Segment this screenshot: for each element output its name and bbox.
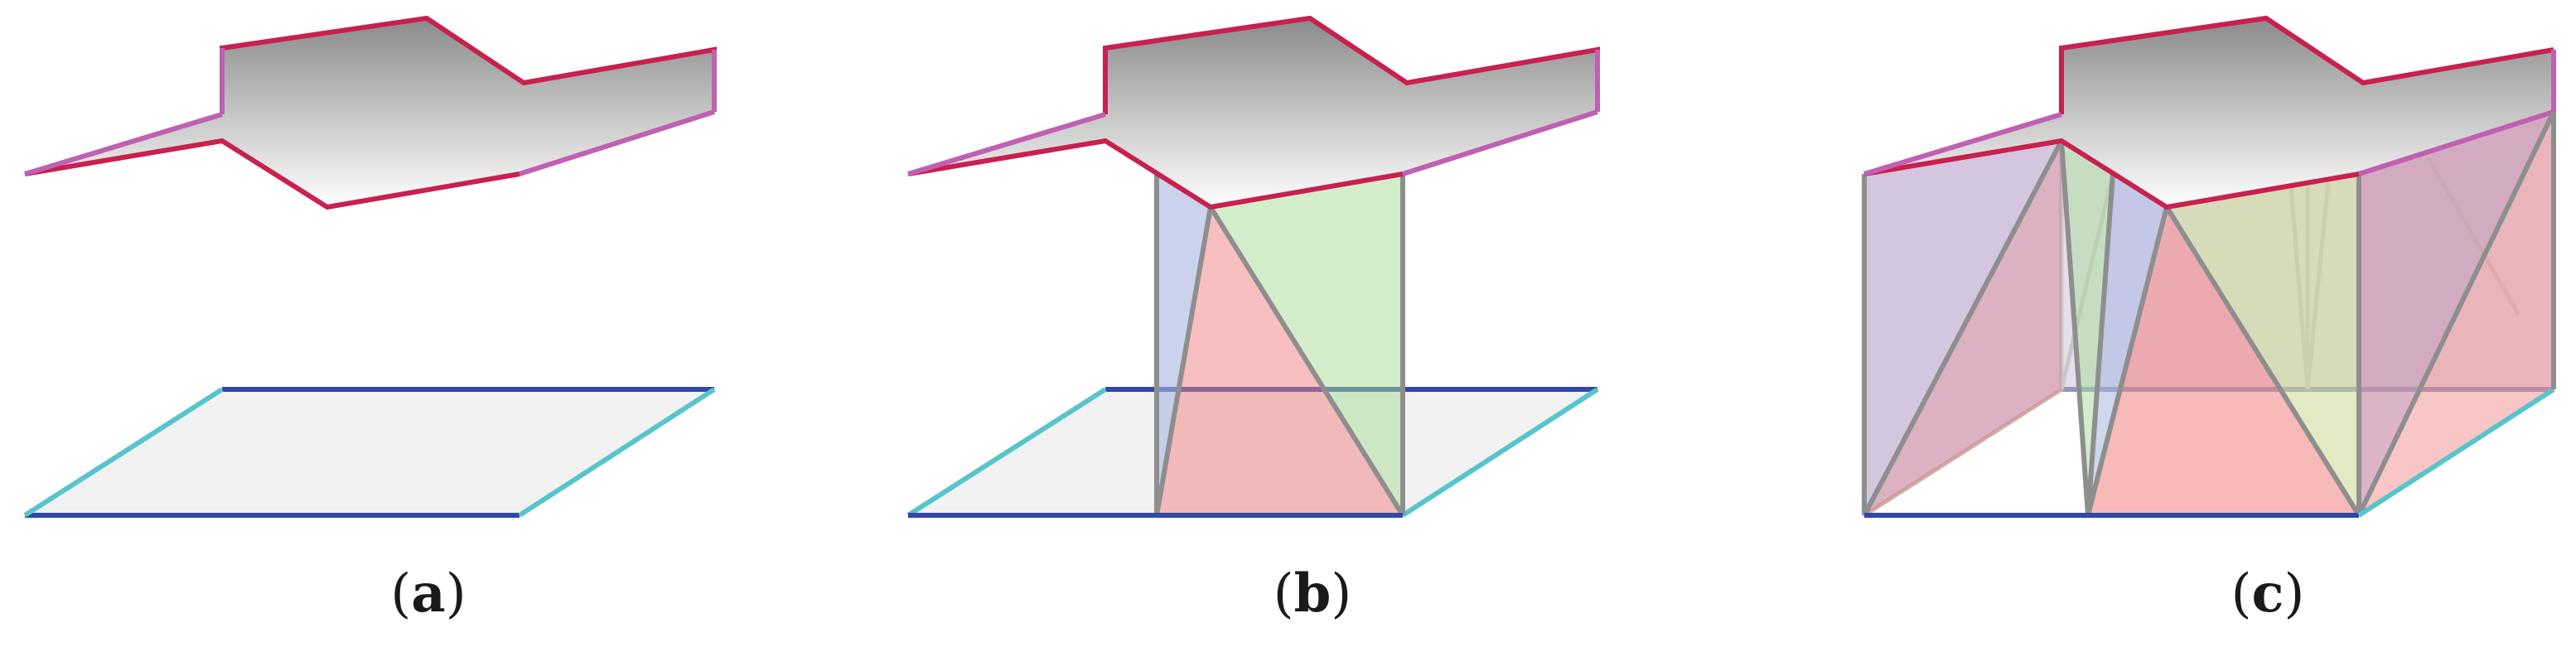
wall-edge bbox=[1208, 205, 1405, 517]
wall-edge bbox=[2085, 173, 2115, 516]
top-edge-right bbox=[1402, 109, 1598, 176]
wall-tri-red bbox=[2088, 207, 2359, 515]
top-edge-left bbox=[24, 112, 223, 176]
wall-edge bbox=[1154, 206, 1213, 516]
wall-edge bbox=[2164, 205, 2361, 517]
top-face bbox=[1864, 18, 2554, 207]
wall-tri-green bbox=[2061, 141, 2113, 515]
top-edge-front bbox=[1863, 138, 2360, 210]
top-edge-left bbox=[907, 112, 1106, 176]
wall-tri-green bbox=[1211, 174, 1403, 515]
caption-b: (b) bbox=[1273, 563, 1352, 625]
wall-edge bbox=[1862, 139, 2064, 517]
top-edge-back bbox=[2059, 15, 2554, 114]
top-edge-right bbox=[2358, 109, 2554, 176]
caption-a: (a) bbox=[390, 563, 466, 625]
wall-edge bbox=[2085, 206, 2169, 516]
bottom-edge-left bbox=[906, 387, 1107, 518]
wall-tri-yellow-green bbox=[2167, 174, 2359, 515]
bottom-edge-right bbox=[518, 387, 716, 518]
top-face bbox=[25, 18, 714, 207]
wall-tri-red bbox=[1157, 207, 1403, 515]
top-edge-right bbox=[519, 109, 715, 176]
top-edge-front bbox=[907, 138, 1404, 210]
bottom-edge-left bbox=[23, 387, 224, 518]
bottom-face bbox=[25, 389, 714, 515]
back-edge bbox=[2425, 156, 2521, 316]
bottom-edge-right bbox=[1401, 387, 1599, 518]
wall-edge bbox=[2356, 110, 2556, 517]
bottom-edge-right bbox=[2357, 387, 2555, 518]
top-face bbox=[908, 18, 1597, 207]
top-edge-front bbox=[24, 138, 520, 210]
panel-a bbox=[23, 15, 717, 518]
wall-edge bbox=[2059, 140, 2090, 516]
panel-b bbox=[906, 15, 1600, 518]
caption-c: (c) bbox=[2230, 563, 2305, 625]
top-edge-left bbox=[1863, 112, 2062, 176]
panel-c bbox=[1862, 15, 2556, 518]
